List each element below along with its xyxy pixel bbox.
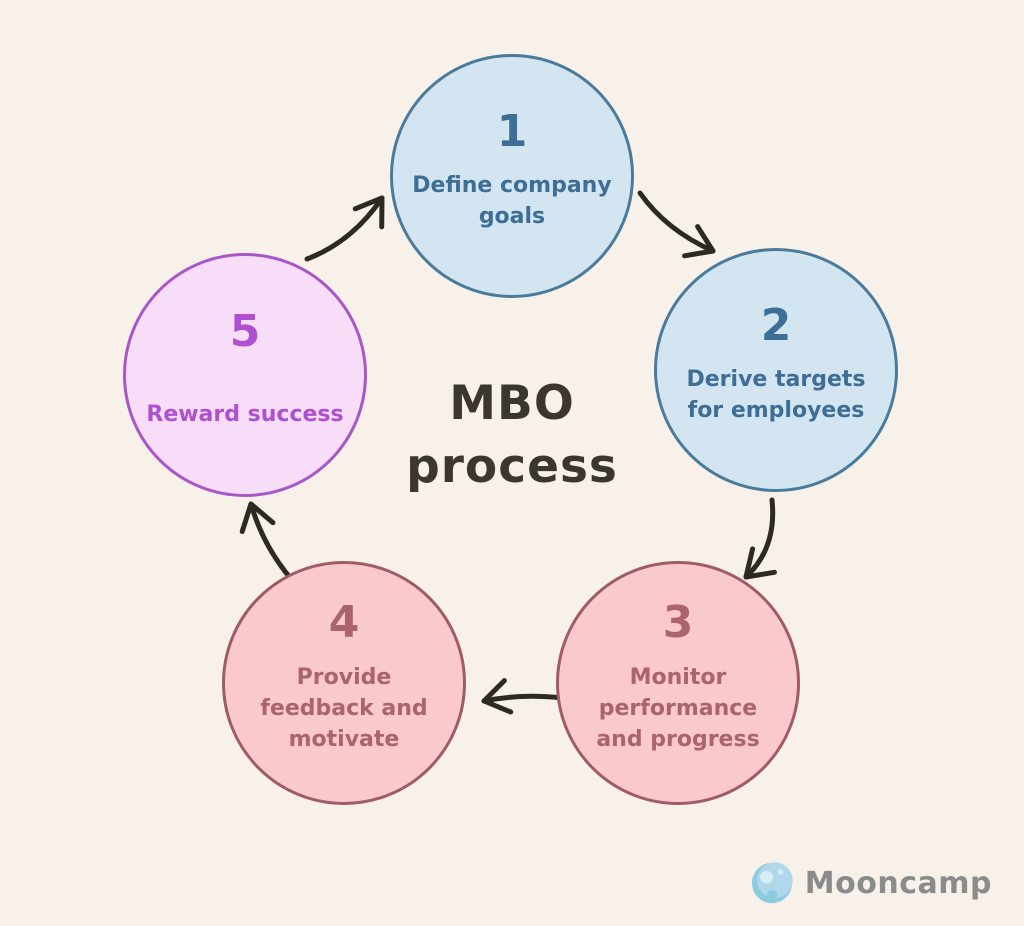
- step-circle-1: 1 Define company goals: [390, 54, 634, 298]
- arrow-5-to-1-icon: [304, 195, 385, 262]
- step-circle-5: 5 Reward success: [123, 253, 367, 497]
- diagram-title-line-2: process: [406, 439, 618, 494]
- step-label: Derive targets for employees: [687, 364, 866, 426]
- arrow-4-to-5-icon: [239, 501, 295, 583]
- diagram-title-line-1: MBO: [449, 376, 575, 431]
- step-label-line: motivate: [288, 726, 400, 752]
- step-label-line: performance: [598, 695, 758, 721]
- moon-icon: [751, 862, 793, 904]
- step-label-line: Provide: [296, 664, 392, 690]
- step-circle-4: 4 Provide feedback and motivate: [222, 561, 466, 805]
- step-label-line: Monitor: [629, 664, 727, 690]
- diagram-title: MBO process: [406, 372, 618, 498]
- arrow-1-to-2-icon: [637, 190, 716, 259]
- mooncamp-logo: Mooncamp: [749, 860, 992, 906]
- step-label: Monitor performance and progress: [596, 662, 759, 755]
- mooncamp-logo-text: Mooncamp: [804, 865, 992, 901]
- arrow-2-to-3-icon: [743, 497, 777, 580]
- step-label-line: feedback and: [260, 695, 428, 721]
- step-number: 3: [662, 597, 694, 649]
- step-label: Define company goals: [412, 170, 611, 232]
- step-number: 5: [229, 306, 261, 358]
- step-label-line: for employees: [687, 398, 865, 424]
- step-label: Provide feedback and motivate: [260, 662, 427, 755]
- step-label-line: goals: [478, 204, 546, 230]
- step-circle-3: 3 Monitor performance and progress: [556, 561, 800, 805]
- step-number: 1: [496, 105, 528, 157]
- step-label-line: and progress: [596, 726, 760, 752]
- step-label-line: Reward success: [146, 401, 344, 427]
- step-label-line: Derive targets: [686, 367, 866, 393]
- step-number: 4: [328, 597, 360, 649]
- step-label: Reward success: [146, 399, 343, 430]
- step-label-line: Define company: [412, 173, 612, 199]
- step-number: 2: [760, 299, 792, 351]
- step-circle-2: 2 Derive targets for employees: [654, 248, 898, 492]
